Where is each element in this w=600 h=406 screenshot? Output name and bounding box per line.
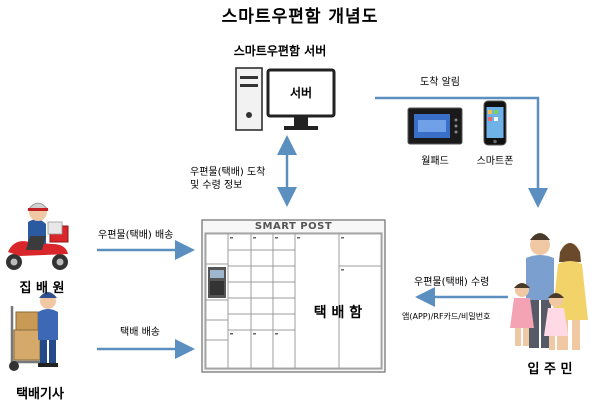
postman-figure bbox=[6, 202, 69, 270]
wallpad-icon bbox=[407, 107, 463, 145]
resident-label: 입 주 민 bbox=[527, 362, 573, 377]
courier-flow-label: 택배 배송 bbox=[120, 327, 160, 338]
courier-label: 택배기사 bbox=[16, 387, 64, 402]
arrival-notice-label: 도착 알림 bbox=[420, 77, 460, 88]
courier-figure bbox=[9, 292, 58, 371]
diagram-title: 스마트우편함 개념도 bbox=[221, 7, 379, 27]
resident-flow-label: 우편물(택배) 수령 bbox=[414, 277, 490, 288]
access-methods-label: 앱(APP)/RF카드/비밀번호 bbox=[402, 312, 491, 321]
locker-name: 택 배 함 bbox=[313, 305, 363, 321]
locker-brand: SMART POST bbox=[254, 221, 333, 232]
sync-info-line-1: 우편물(택배) 도착 bbox=[190, 167, 266, 178]
smartphone-label: 스마트폰 bbox=[476, 156, 514, 167]
resident-family-figure bbox=[510, 233, 588, 350]
server-to-devices-arrow bbox=[375, 96, 548, 208]
smartphone-icon bbox=[483, 100, 507, 146]
server-computer-icon bbox=[235, 67, 336, 131]
server-label: 스마트우편함 서버 bbox=[233, 44, 327, 58]
sync-info-line-2: 및 수령 정보 bbox=[190, 180, 243, 191]
smart-post-locker bbox=[201, 219, 386, 373]
wallpad-label: 월패드 bbox=[421, 156, 449, 167]
postman-flow-label: 우편물(택배) 배송 bbox=[98, 230, 174, 241]
sync-info-text: 우편물(택배) 도착 및 수령 정보 bbox=[190, 166, 282, 192]
postman-label: 집 배 원 bbox=[19, 281, 65, 296]
server-monitor-text: 서버 bbox=[289, 86, 313, 100]
